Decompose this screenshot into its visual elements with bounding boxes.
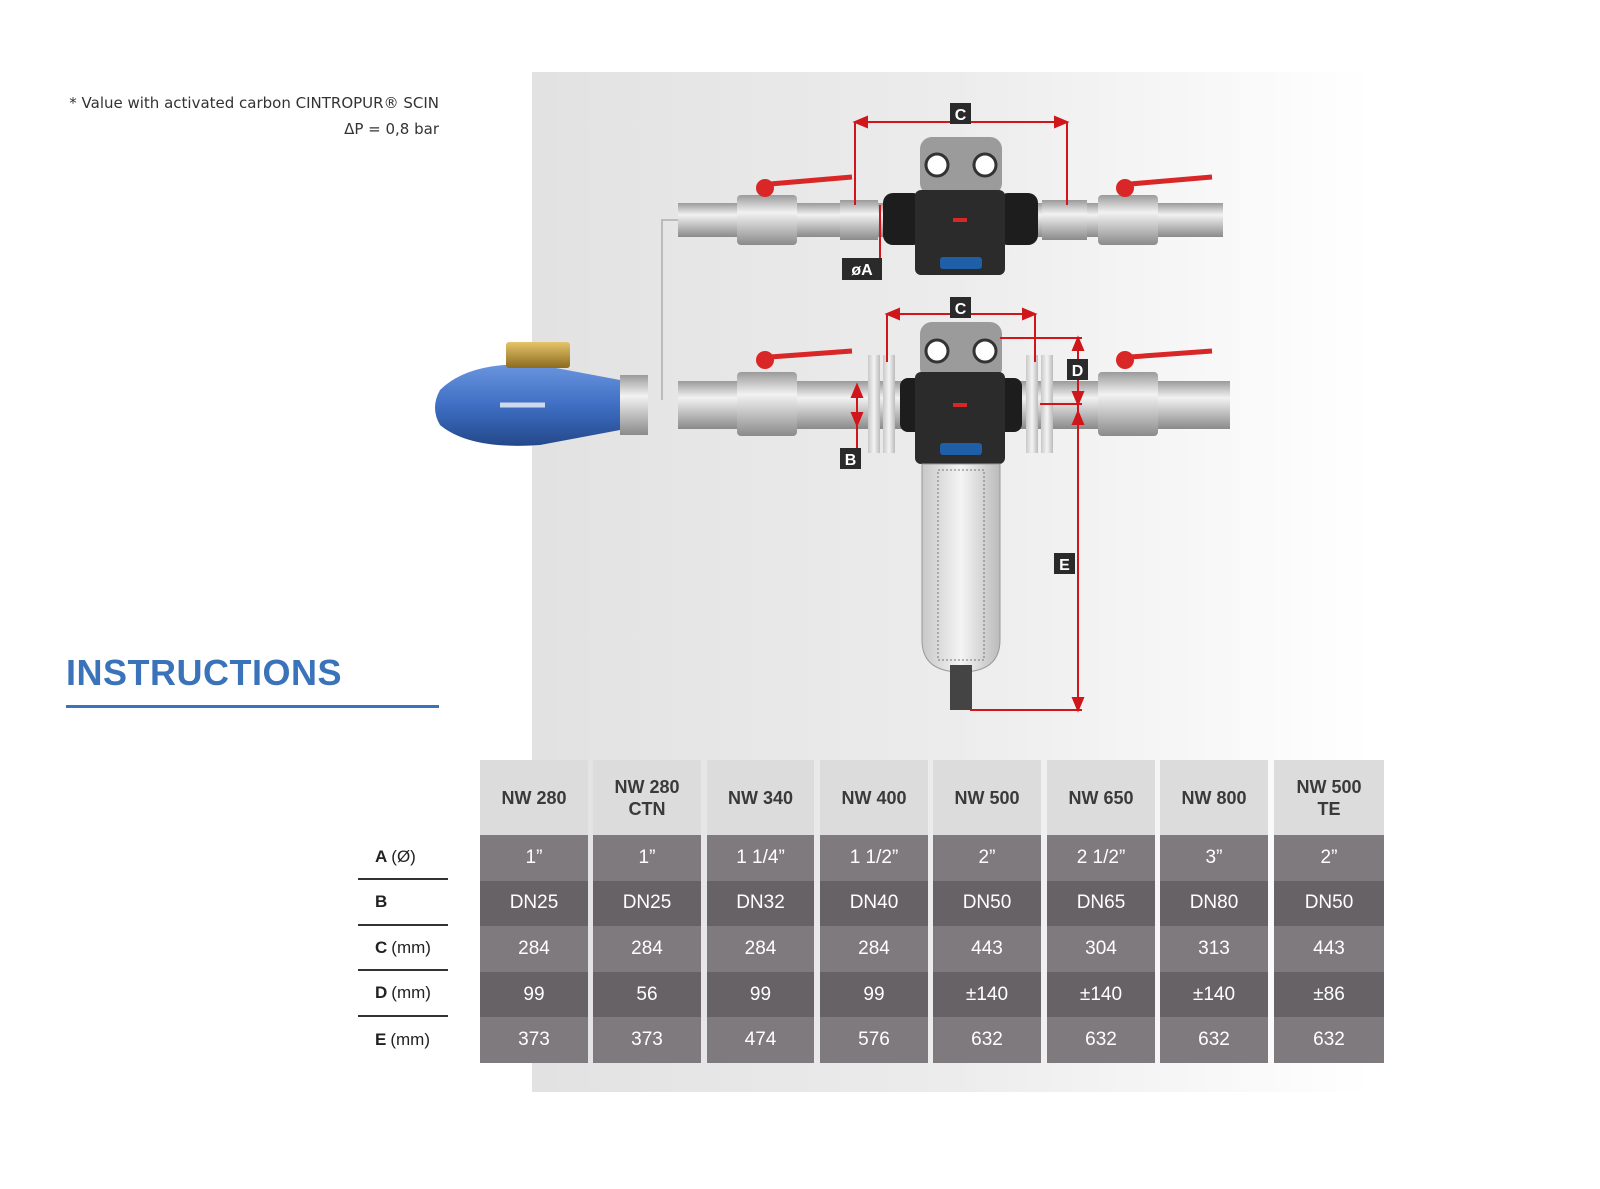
table-cell: DN32 [707, 880, 814, 927]
filter-bowl [921, 463, 1001, 673]
table-cell: 632 [1274, 1017, 1384, 1063]
row-label: D(mm) [358, 972, 448, 1017]
label-b: B [845, 452, 857, 469]
table-cell: 576 [820, 1017, 928, 1063]
column-header: NW 800 [1160, 760, 1268, 835]
table-cell: DN25 [593, 880, 701, 927]
column-header-line: NW 800 [1181, 787, 1247, 808]
row-label: C(mm) [358, 926, 448, 972]
table-cell: 474 [707, 1017, 814, 1063]
table-cell: DN80 [1160, 880, 1268, 927]
table-cell: 632 [1047, 1017, 1155, 1063]
valve-handle-icon [1116, 351, 1134, 369]
table-cell: 2” [1274, 835, 1384, 881]
connection-line [661, 219, 680, 400]
column-header-line: NW 400 [841, 787, 907, 808]
column-header-line: TE [1317, 798, 1341, 819]
column-header: NW 280 [480, 760, 588, 835]
table-cell: 1” [593, 835, 701, 881]
label-e: E [1059, 557, 1070, 574]
row-key: E [375, 1029, 387, 1049]
row-unit: (mm) [391, 983, 431, 1003]
column-header-line: CTN [628, 798, 666, 819]
table-cell: 2” [933, 835, 1041, 881]
table-cell: DN50 [1274, 880, 1384, 927]
row-key: B [375, 892, 388, 912]
column-header-line: NW 280 [614, 776, 680, 797]
table-cell: 99 [480, 971, 588, 1018]
table-cell: 304 [1047, 926, 1155, 972]
valve-handle-icon [756, 179, 774, 197]
column-header: NW 500 [933, 760, 1041, 835]
table-cell: DN65 [1047, 880, 1155, 927]
table-cell: 443 [933, 926, 1041, 972]
valve-handle-icon [756, 351, 774, 369]
column-header: NW 400 [820, 760, 928, 835]
table-cell: 284 [480, 926, 588, 972]
table-cell: 284 [593, 926, 701, 972]
installation-diagram: C øA C D B E [435, 103, 1230, 713]
label-c-bottom: C [955, 301, 967, 318]
table-cell: ±86 [1274, 971, 1384, 1018]
table-cell: 373 [480, 1017, 588, 1063]
section-heading: INSTRUCTIONS [66, 652, 342, 693]
table-cell: 284 [707, 926, 814, 972]
row-label: E(mm) [358, 1017, 448, 1062]
table-cell: DN50 [933, 880, 1041, 927]
table-cell: 56 [593, 971, 701, 1018]
label-d: D [1072, 363, 1084, 380]
table-cell: ±140 [933, 971, 1041, 1018]
table-cell: 2 1/2” [1047, 835, 1155, 881]
bottom-pipe-assembly [678, 322, 1230, 710]
table-cell: 632 [1160, 1017, 1268, 1063]
table-cell: 632 [933, 1017, 1041, 1063]
valve-handle-icon [1116, 179, 1134, 197]
row-label: A(Ø) [358, 835, 448, 880]
row-label: B [358, 881, 448, 926]
table-cell: DN40 [820, 880, 928, 927]
row-unit: (Ø) [391, 846, 416, 866]
table-cell: 1” [480, 835, 588, 881]
heading-underline [66, 705, 439, 708]
row-key: C [375, 937, 388, 957]
table-cell: ±140 [1047, 971, 1155, 1018]
table-cell: ±140 [1160, 971, 1268, 1018]
row-key: A [375, 846, 388, 866]
column-header-line: NW 650 [1068, 787, 1134, 808]
table-cell: 443 [1274, 926, 1384, 972]
column-header-line: NW 500 [1296, 776, 1362, 797]
label-c-top: C [955, 107, 967, 124]
top-pipe-assembly [678, 137, 1223, 275]
water-meter [435, 342, 648, 446]
table-cell: 1 1/2” [820, 835, 928, 881]
row-unit: (mm) [390, 1029, 430, 1049]
table-cell: 313 [1160, 926, 1268, 972]
column-header: NW 650 [1047, 760, 1155, 835]
table-cell: 3” [1160, 835, 1268, 881]
table-cell: 284 [820, 926, 928, 972]
footnote: * Value with activated carbon CINTROPUR®… [69, 94, 439, 112]
column-header: NW 340 [707, 760, 814, 835]
pressure-note: ΔP = 0,8 bar [344, 120, 439, 138]
table-cell: 373 [593, 1017, 701, 1063]
table-cell: 99 [820, 971, 928, 1018]
dimension-lines [850, 115, 1085, 713]
table-cell: DN25 [480, 880, 588, 927]
row-unit: (mm) [391, 937, 431, 957]
column-header-line: NW 280 [501, 787, 567, 808]
column-header-line: NW 500 [954, 787, 1020, 808]
label-a: øA [851, 262, 873, 279]
row-key: D [375, 983, 388, 1003]
table-cell: 99 [707, 971, 814, 1018]
table-cell: 1 1/4” [707, 835, 814, 881]
column-header-line: NW 340 [727, 787, 794, 808]
